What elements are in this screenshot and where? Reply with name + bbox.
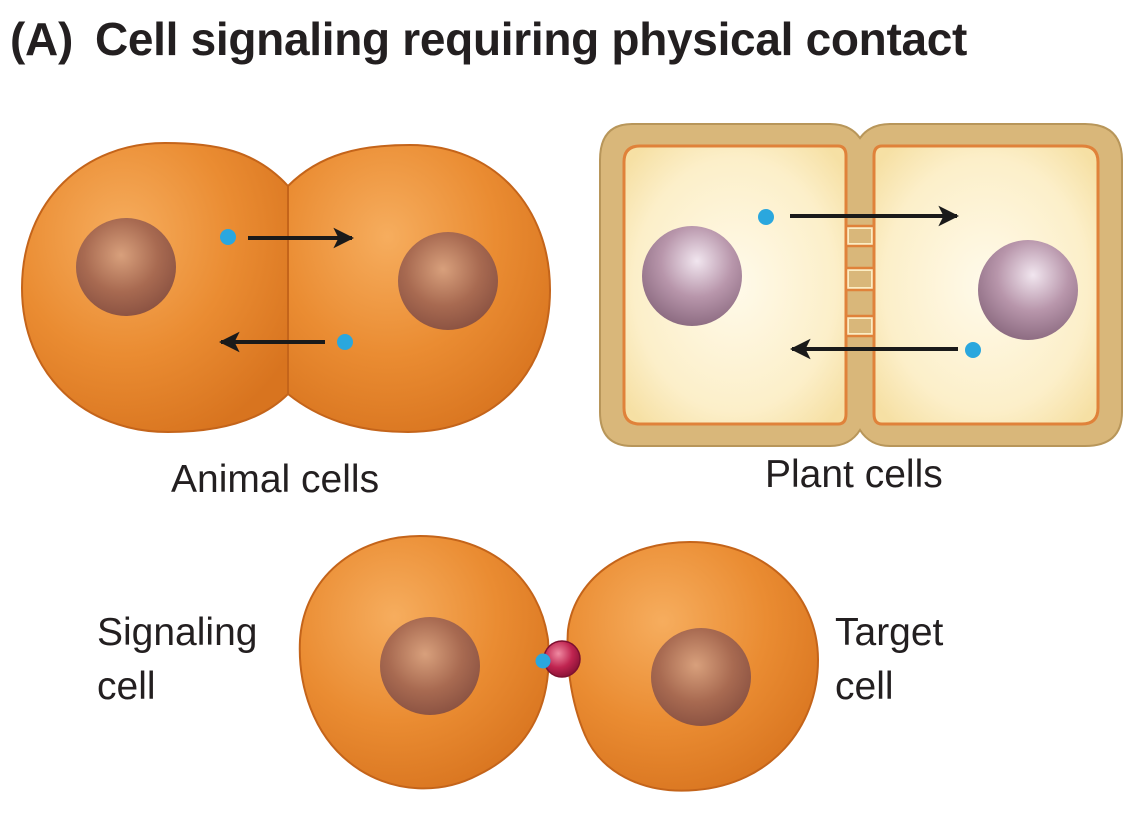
signal-molecule [965, 342, 981, 358]
nucleus [76, 218, 176, 316]
nucleus [642, 226, 742, 326]
signaling-cell-label-line2: cell [97, 665, 156, 708]
plant-cells-label: Plant cells [765, 453, 943, 496]
panel-letter: (A) [10, 13, 73, 65]
nucleus [651, 628, 751, 726]
plasmodesma [849, 271, 871, 287]
signal-molecule [220, 229, 236, 245]
figure-title: (A) Cell signaling requiring physical con… [10, 12, 967, 66]
signal-molecule [337, 334, 353, 350]
signaling-cell-label-line1: Signaling [97, 611, 258, 654]
plant-cells-group [599, 123, 1123, 447]
plasmodesma [849, 319, 871, 333]
animal-cells-label: Animal cells [171, 458, 380, 501]
target-cell-label-line1: Target [835, 611, 944, 654]
title-text: Cell signaling requiring physical contac… [94, 13, 968, 65]
target-cell-label-line2: cell [835, 665, 894, 708]
contact-signaling-group [298, 534, 820, 792]
plasmodesma [849, 229, 871, 243]
animal-cells-group [20, 141, 552, 434]
signal-molecule [535, 653, 551, 669]
nucleus [398, 232, 498, 330]
nucleus [978, 240, 1078, 340]
nucleus [380, 617, 480, 715]
signal-molecule [758, 209, 774, 225]
